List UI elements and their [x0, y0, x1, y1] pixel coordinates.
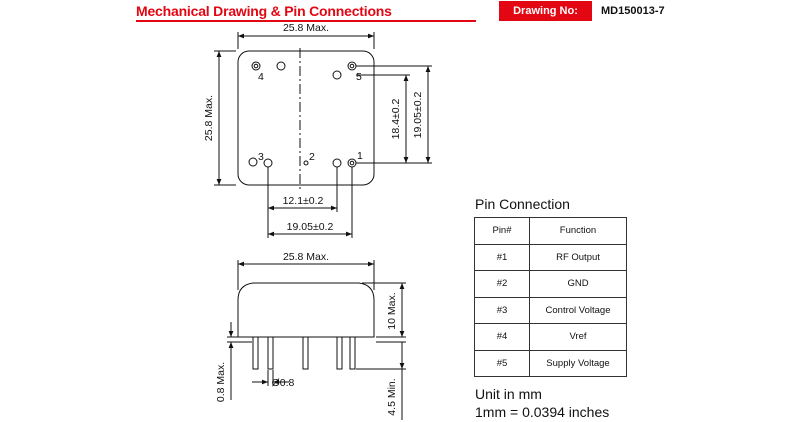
table-row: #4 Vref [474, 323, 627, 351]
top-width-dim: 25.8 Max. [283, 22, 329, 34]
pin-length-dim: 4.5 Min. [386, 378, 398, 415]
top-height-dim: 25.8 Max. [203, 95, 215, 141]
unit-note: Unit in mm [475, 386, 542, 402]
pin-number: #2 [474, 270, 530, 298]
side-pin [302, 336, 309, 370]
pin-function: RF Output [529, 243, 627, 271]
pin-4-marker [251, 61, 261, 71]
pin-number: #4 [474, 323, 530, 351]
table-row: #3 Control Voltage [474, 296, 627, 324]
standoff-dim: 0.8 Max. [215, 362, 227, 402]
pin-label-2: 2 [309, 151, 315, 163]
side-pin [336, 336, 343, 370]
side-pin [267, 336, 274, 370]
table-row: #1 RF Output [474, 243, 627, 271]
table-row: #2 GND [474, 270, 627, 298]
side-height-dim: 10 Max. [386, 292, 398, 329]
pin-function: Control Voltage [529, 296, 627, 324]
pin-label-5: 5 [356, 71, 362, 83]
pin-number: #3 [474, 296, 530, 324]
page-title: Mechanical Drawing & Pin Connections [136, 3, 392, 19]
table-row: #5 Supply Voltage [474, 349, 627, 377]
pin-diameter-dim: Ø0.8 [272, 377, 295, 389]
pin-connection-table: Pin# Function #1 RF Output #2 GND #3 Con… [474, 217, 627, 377]
pin-label-1: 1 [357, 150, 363, 162]
dim-horizontal-inner: 12.1±0.2 [283, 195, 324, 207]
pin-1-marker [347, 158, 357, 168]
pin-connection-title: Pin Connection [475, 196, 570, 212]
pin-function: Vref [529, 323, 627, 351]
pin-label-3: 3 [258, 151, 264, 163]
drawing-number-value: MD150013-7 [601, 5, 665, 17]
pin-function: GND [529, 270, 627, 298]
pin-marker [263, 158, 273, 168]
pin-3-marker [248, 157, 258, 167]
side-width-dim: 25.8 Max. [283, 251, 329, 263]
pin-number: #1 [474, 243, 530, 271]
header-pin: Pin# [474, 217, 530, 245]
top-view-body [237, 50, 375, 186]
pin-function: Supply Voltage [529, 349, 627, 377]
pin-5-marker [347, 61, 357, 71]
header-function: Function [529, 217, 627, 245]
drawing-number-label: Drawing No: [499, 1, 592, 21]
side-view-body [237, 282, 375, 338]
pin-2-marker [303, 160, 309, 166]
dim-vertical-inner: 18.4±0.2 [390, 98, 402, 139]
side-pin [349, 336, 356, 370]
pin-label-4: 4 [258, 71, 264, 83]
dim-vertical-outer: 19.05±0.2 [412, 92, 424, 139]
pin-marker [332, 70, 342, 80]
pin-marker [332, 158, 342, 168]
unit-conversion: 1mm = 0.0394 inches [475, 404, 610, 420]
side-pin [252, 336, 259, 370]
pin-marker [276, 61, 286, 71]
table-header-row: Pin# Function [474, 217, 627, 245]
pin-number: #5 [474, 349, 530, 377]
title-underline [136, 20, 476, 22]
dim-horizontal-outer: 19.05±0.2 [287, 221, 334, 233]
